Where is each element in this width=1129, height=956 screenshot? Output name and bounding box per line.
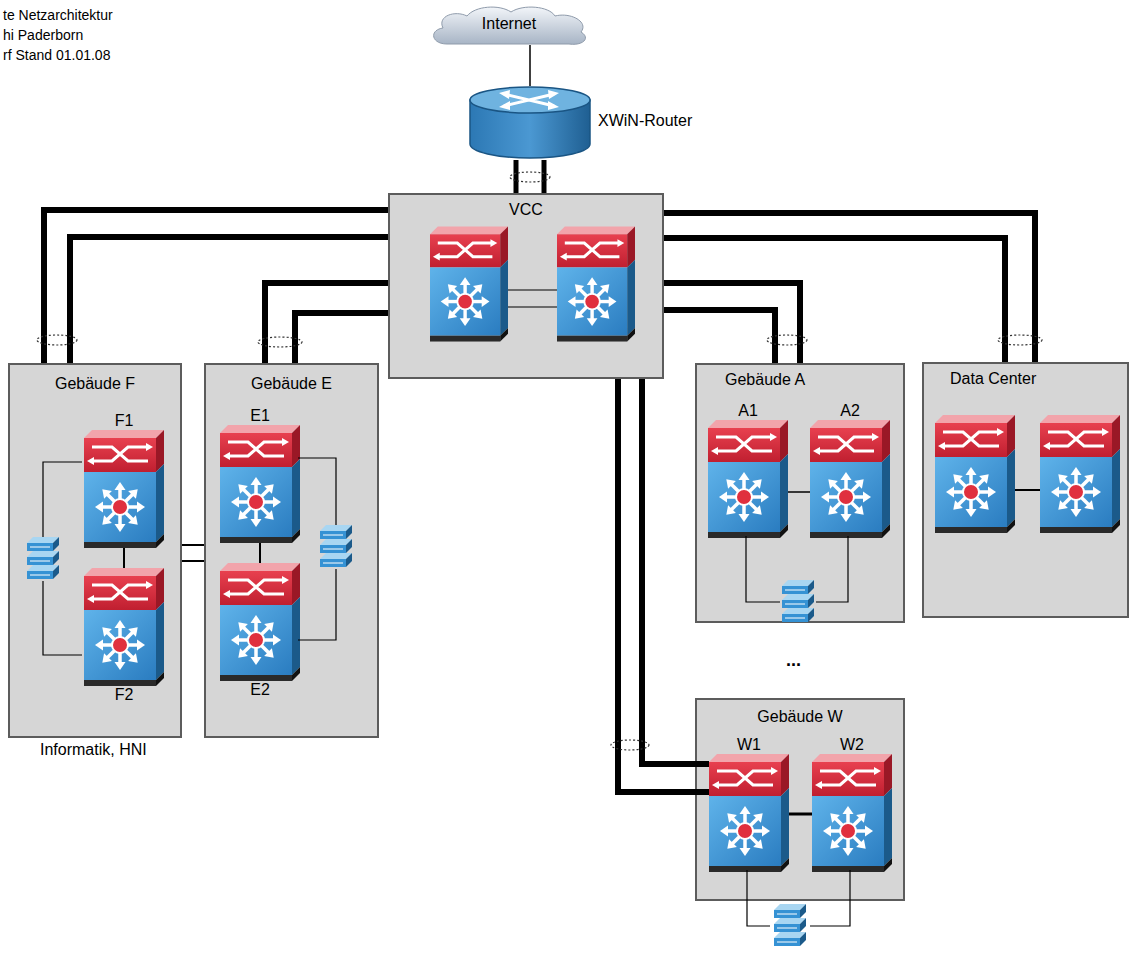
switch-icon xyxy=(557,226,635,341)
link-line xyxy=(542,160,547,193)
switch-link xyxy=(1015,489,1040,491)
switch-node: A1 xyxy=(708,402,788,538)
router-icon xyxy=(468,86,592,160)
building-box: Gebäude W W1 W2 xyxy=(695,698,905,901)
building-box: Gebäude E E1E2 xyxy=(204,363,379,738)
switch-label: W1 xyxy=(737,736,761,754)
core-label: VCC xyxy=(509,201,543,219)
link-line xyxy=(664,213,1035,362)
cloud-node: Internet xyxy=(425,4,593,46)
access-switch-icon xyxy=(320,525,352,567)
ellipsis-mark: ... xyxy=(786,650,801,672)
switch-label: A1 xyxy=(738,402,758,420)
switch-icon xyxy=(810,420,890,538)
switch-label: W2 xyxy=(840,736,864,754)
title-fragment: hi Paderborn xyxy=(3,27,83,44)
network-link xyxy=(664,213,1035,362)
building-name: Data Center xyxy=(950,370,1036,388)
cloud-label: Internet xyxy=(482,15,536,33)
group-caption: Informatik, HNI xyxy=(40,740,147,759)
building-name: Gebäude A xyxy=(725,371,805,389)
switch-icon xyxy=(220,563,300,681)
switch-node: F1 xyxy=(84,412,164,548)
network-link xyxy=(664,283,800,363)
access-switch-icon xyxy=(774,904,806,946)
network-link xyxy=(260,543,261,563)
access-switch-icon xyxy=(782,580,814,622)
network-link xyxy=(265,283,388,363)
building-name: Gebäude E xyxy=(251,375,332,393)
network-link xyxy=(530,45,531,86)
link-line xyxy=(44,210,388,363)
access-wires xyxy=(43,458,850,926)
building-name: Gebäude F xyxy=(55,375,135,393)
title-fragment: te Netzarchitektur xyxy=(3,7,113,24)
link-line xyxy=(259,543,261,563)
link-line xyxy=(789,813,812,816)
link-bundle-marks xyxy=(37,172,1042,750)
switch-icon xyxy=(812,754,892,872)
switch-label: F2 xyxy=(115,686,134,704)
switch-node: F2 xyxy=(84,568,164,704)
switch-icon xyxy=(430,226,508,341)
switch-node: W1 xyxy=(709,736,789,872)
network-link xyxy=(182,545,204,561)
network-link xyxy=(516,160,544,193)
switch-node: E1 xyxy=(220,407,300,543)
switch-icon xyxy=(708,420,788,538)
link-line xyxy=(788,491,810,493)
switch-label: F1 xyxy=(115,412,134,430)
link-line xyxy=(664,238,1005,362)
network-link xyxy=(124,548,125,568)
link-line xyxy=(514,160,519,193)
switch-label: E2 xyxy=(250,681,270,699)
link-line xyxy=(664,283,800,363)
switch-node: W2 xyxy=(812,736,892,872)
link-line xyxy=(182,560,204,562)
link-line xyxy=(182,544,204,546)
switch-link xyxy=(508,306,557,307)
title-fragment: rf Stand 01.01.08 xyxy=(3,47,110,64)
link-line xyxy=(295,313,388,363)
link-line xyxy=(618,379,709,792)
network-link xyxy=(789,814,812,815)
link-line xyxy=(529,45,531,86)
switch-icon xyxy=(84,430,164,548)
switch-label: A2 xyxy=(840,402,860,420)
router-node: XWiN-Router xyxy=(468,86,592,160)
switch-icon xyxy=(935,415,1015,533)
switch-node: A2 xyxy=(810,402,890,538)
switch-icon xyxy=(84,568,164,686)
switch-icon xyxy=(1040,415,1120,533)
link-line xyxy=(664,310,775,363)
switch-label: E1 xyxy=(250,407,270,425)
network-link xyxy=(44,210,388,363)
router-label: XWiN-Router xyxy=(598,112,692,130)
link-line xyxy=(70,237,388,363)
link-line xyxy=(642,379,709,764)
network-link xyxy=(618,379,709,792)
link-line xyxy=(123,548,125,568)
link-line xyxy=(265,283,388,363)
building-name: Gebäude W xyxy=(757,708,842,726)
network-link xyxy=(788,492,810,493)
switch-icon xyxy=(709,754,789,872)
access-switch-icon xyxy=(27,537,59,579)
switch-node: E2 xyxy=(220,563,300,699)
switch-link xyxy=(508,289,557,290)
switch-icon xyxy=(220,425,300,543)
